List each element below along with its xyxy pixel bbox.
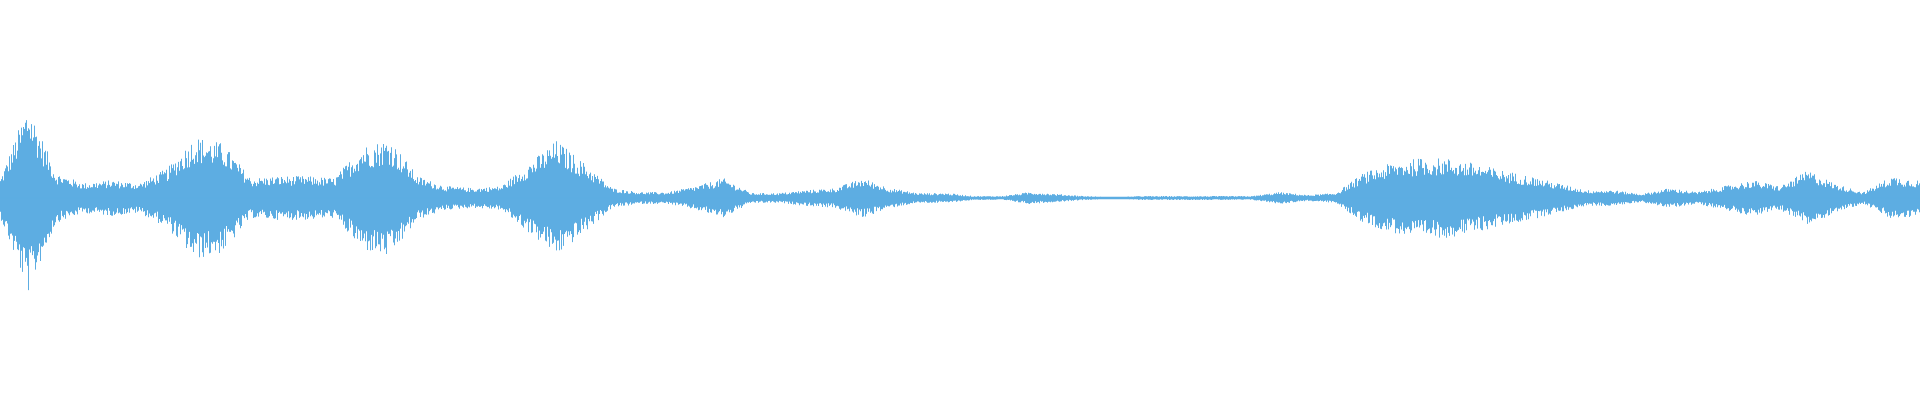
waveform-trace xyxy=(0,120,1920,291)
